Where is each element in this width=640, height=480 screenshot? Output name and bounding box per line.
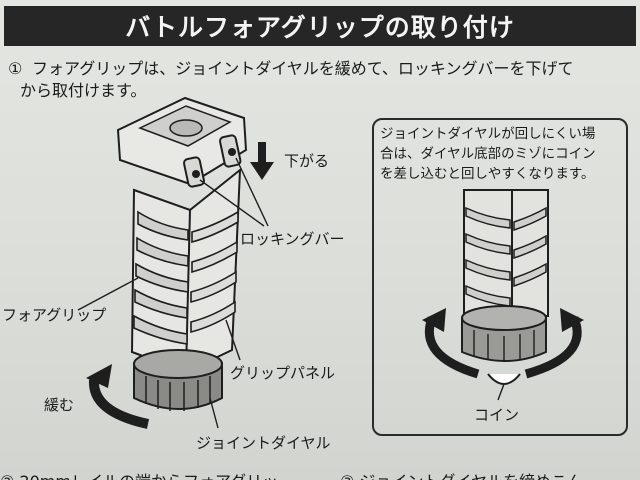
label-down: 下がる xyxy=(284,152,330,170)
tip-line-1: ジョイントダイヤルが回しにくい場 xyxy=(380,126,596,142)
locking-bar-pin-right xyxy=(228,148,236,156)
coin-leader xyxy=(497,383,505,401)
title-bar: バトルフォアグリップの取り付け xyxy=(4,6,636,46)
label-locking-bar: ロッキングバー xyxy=(240,230,345,248)
label-loosen: 緩む xyxy=(44,396,75,414)
label-grip-panel: グリップパネル xyxy=(230,364,336,382)
label-coin: コイン xyxy=(474,406,520,424)
step-2-partial: ② 20mmレイルの端からフォアグリッ xyxy=(0,468,278,480)
step-1-line-1: フォアグリップは、ジョイントダイヤルを緩めて、ロッキングバーを下げて xyxy=(32,59,574,78)
grip-panel-ridges xyxy=(190,210,239,334)
mount-screw xyxy=(169,119,203,137)
callout-arrowhead-right-icon xyxy=(560,308,584,332)
loosen-arrow-icon xyxy=(88,379,150,429)
tip-line-3: を差し込むと回しやすくなります。 xyxy=(380,166,595,182)
step-1-number: ① xyxy=(8,59,23,78)
callout-rotate-right-icon xyxy=(524,316,582,379)
grip-ridges xyxy=(133,210,189,345)
callout-rotate-left-icon xyxy=(424,316,480,379)
next-steps-cutoff: ② 20mmレイルの端からフォアグリッ ③ ジョイントダイヤルを締めこん xyxy=(0,464,640,480)
loosen-arrowhead-icon xyxy=(86,364,112,388)
tip-line-2: 合は、ダイヤル底部のミゾにコイン xyxy=(380,146,596,162)
step-1-line-2: から取付けます。 xyxy=(20,81,147,100)
callout-dial-knurl xyxy=(473,330,535,362)
callout-arrowhead-left-icon xyxy=(422,308,446,332)
label-foregrip: フォアグリップ xyxy=(2,306,107,324)
tip-callout-box xyxy=(372,118,628,436)
locking-bar-pin-left xyxy=(192,170,200,178)
callout-dial-top xyxy=(461,305,547,331)
step-3-partial: ③ ジョイントダイヤルを締めこん xyxy=(340,468,583,480)
down-arrow-icon xyxy=(250,142,274,180)
leader-lines xyxy=(77,157,269,429)
step-1-instruction: ① フォアグリップは、ジョイントダイヤルを緩めて、ロッキングバーを下げて から取付… xyxy=(8,58,628,102)
label-joint-dial: ジョイントダイヤル xyxy=(196,434,331,452)
page-title: バトルフォアグリップの取り付け xyxy=(125,13,515,42)
joint-dial-top xyxy=(133,349,223,379)
tip-callout-text: ジョイントダイヤルが回しにくい場 合は、ダイヤル底部のミゾにコイン を差し込むと… xyxy=(380,124,622,184)
